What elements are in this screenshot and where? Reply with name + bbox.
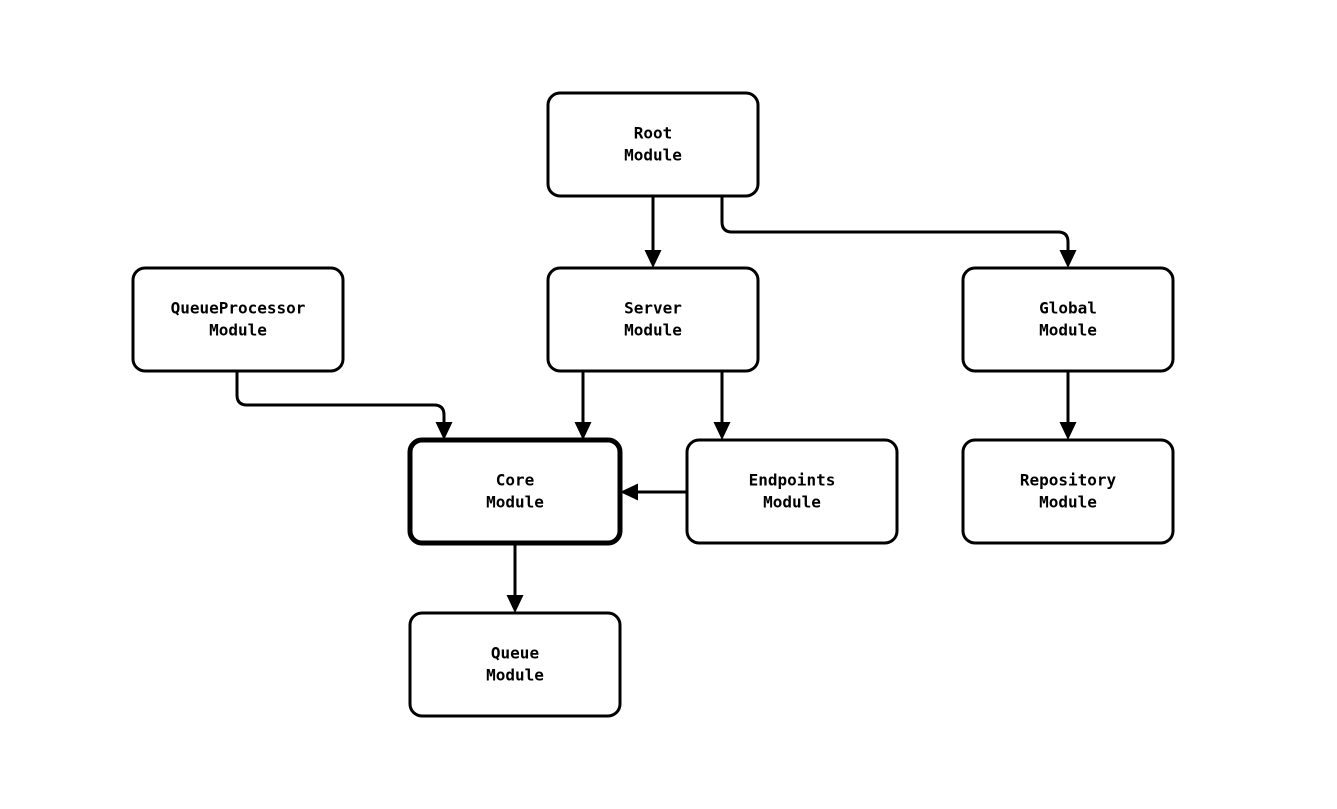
arrow-head-icon <box>713 422 731 440</box>
arrow-head-icon <box>435 422 453 440</box>
edge-server-to-core <box>574 371 592 440</box>
node-label-line1: QueueProcessor <box>171 298 306 317</box>
arrow-head-icon <box>506 595 524 613</box>
node-label-line2: Module <box>624 320 682 339</box>
node-label-line1: Queue <box>491 643 539 662</box>
node-label-line1: Core <box>496 470 535 489</box>
node-label-line1: Repository <box>1020 470 1117 489</box>
node-label-line1: Root <box>634 123 673 142</box>
node-label-line1: Endpoints <box>749 470 836 489</box>
node-box[interactable] <box>408 611 622 718</box>
node-label-line2: Module <box>486 492 544 511</box>
node-label-line2: Module <box>1039 492 1097 511</box>
node-label-line2: Module <box>624 145 682 164</box>
edge-core-to-queue <box>506 543 524 613</box>
arrow-head-icon <box>644 250 662 268</box>
node-box[interactable] <box>961 438 1175 545</box>
arrow-head-icon <box>1059 250 1077 268</box>
edge-endpoints-to-core <box>620 483 687 501</box>
edge-line <box>235 371 446 422</box>
edge-line <box>720 196 1070 250</box>
node-label-line2: Module <box>209 320 267 339</box>
edge-root-to-server <box>644 196 662 268</box>
node-label-line2: Module <box>763 492 821 511</box>
node-label-line2: Module <box>486 665 544 684</box>
node-label-line2: Module <box>1039 320 1097 339</box>
arrow-head-icon <box>574 422 592 440</box>
node-box[interactable] <box>685 438 899 545</box>
edge-root-to-global <box>720 196 1077 268</box>
node-box[interactable] <box>407 437 623 546</box>
edge-global-to-repository <box>1059 371 1077 440</box>
node-box[interactable] <box>961 266 1175 373</box>
node-label-line1: Server <box>624 298 682 317</box>
edge-server-to-endpoints <box>713 371 731 440</box>
node-box[interactable] <box>546 91 760 198</box>
arrow-head-icon <box>1059 422 1077 440</box>
edges-layer <box>235 196 1077 613</box>
node-label-line1: Global <box>1039 298 1097 317</box>
node-box[interactable] <box>546 266 760 373</box>
arrow-head-icon <box>620 483 638 501</box>
edge-queueprocessor-to-core <box>235 371 453 440</box>
node-box[interactable] <box>131 266 345 373</box>
